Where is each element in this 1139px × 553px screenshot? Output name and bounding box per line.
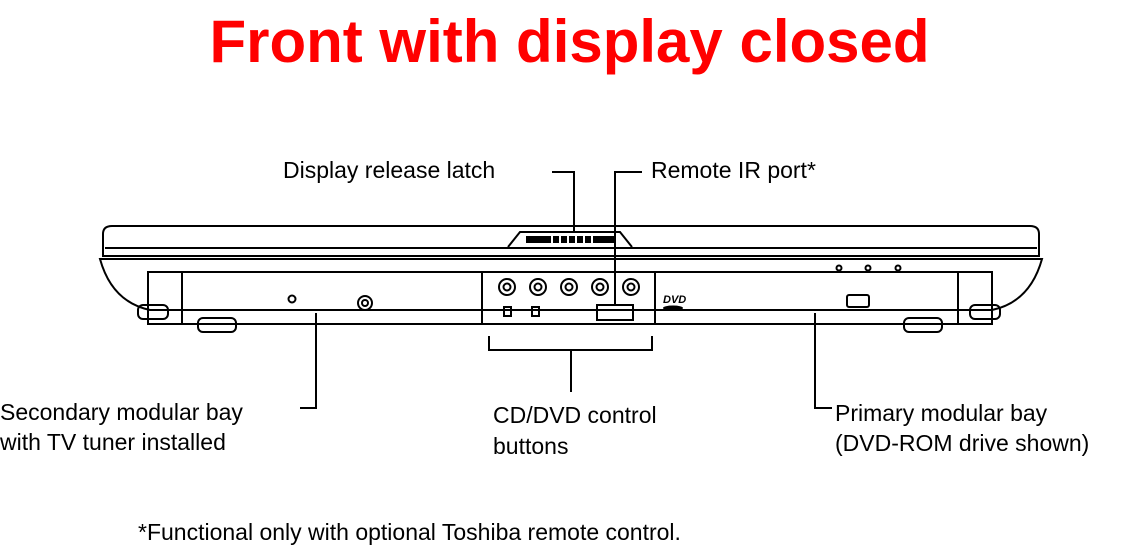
led-icon xyxy=(837,266,842,271)
round-button-icon xyxy=(499,279,515,295)
round-button-icon xyxy=(530,279,546,295)
label-secondary-bay-line2: with TV tuner installed xyxy=(0,427,226,457)
remote-ir-port-window xyxy=(597,305,633,320)
dvd-eject-button xyxy=(847,295,869,307)
bracket-cd-dvd-buttons xyxy=(489,336,652,350)
round-button-icon xyxy=(623,279,639,295)
label-primary-bay-line1: Primary modular bay xyxy=(835,398,1047,428)
footnote: *Functional only with optional Toshiba r… xyxy=(138,517,681,547)
svg-text:DVD: DVD xyxy=(663,294,686,306)
led-icon xyxy=(866,266,871,271)
led-icon xyxy=(896,266,901,271)
label-secondary-bay-line1: Secondary modular bay xyxy=(0,397,243,427)
dvd-logo-icon: DVD xyxy=(663,294,686,311)
label-remote-ir-port: Remote IR port* xyxy=(651,155,816,185)
right-rear-foot xyxy=(970,305,1000,319)
leader-display-release-latch xyxy=(552,172,574,232)
tv-tuner-jack-small-icon xyxy=(289,296,296,303)
round-button-icon xyxy=(561,279,577,295)
tv-tuner-jack-icon xyxy=(358,296,372,310)
round-button-icon xyxy=(592,279,608,295)
leader-primary-bay xyxy=(815,313,832,408)
leader-secondary-bay xyxy=(300,313,316,408)
label-primary-bay-line2: (DVD-ROM drive shown) xyxy=(835,428,1089,458)
label-cd-dvd-line1: CD/DVD control xyxy=(493,400,657,430)
label-cd-dvd-line2: buttons xyxy=(493,431,568,461)
page-title: Front with display closed xyxy=(0,4,1139,80)
cd-dvd-control-buttons xyxy=(499,279,639,295)
label-display-release-latch: Display release latch xyxy=(283,155,495,185)
